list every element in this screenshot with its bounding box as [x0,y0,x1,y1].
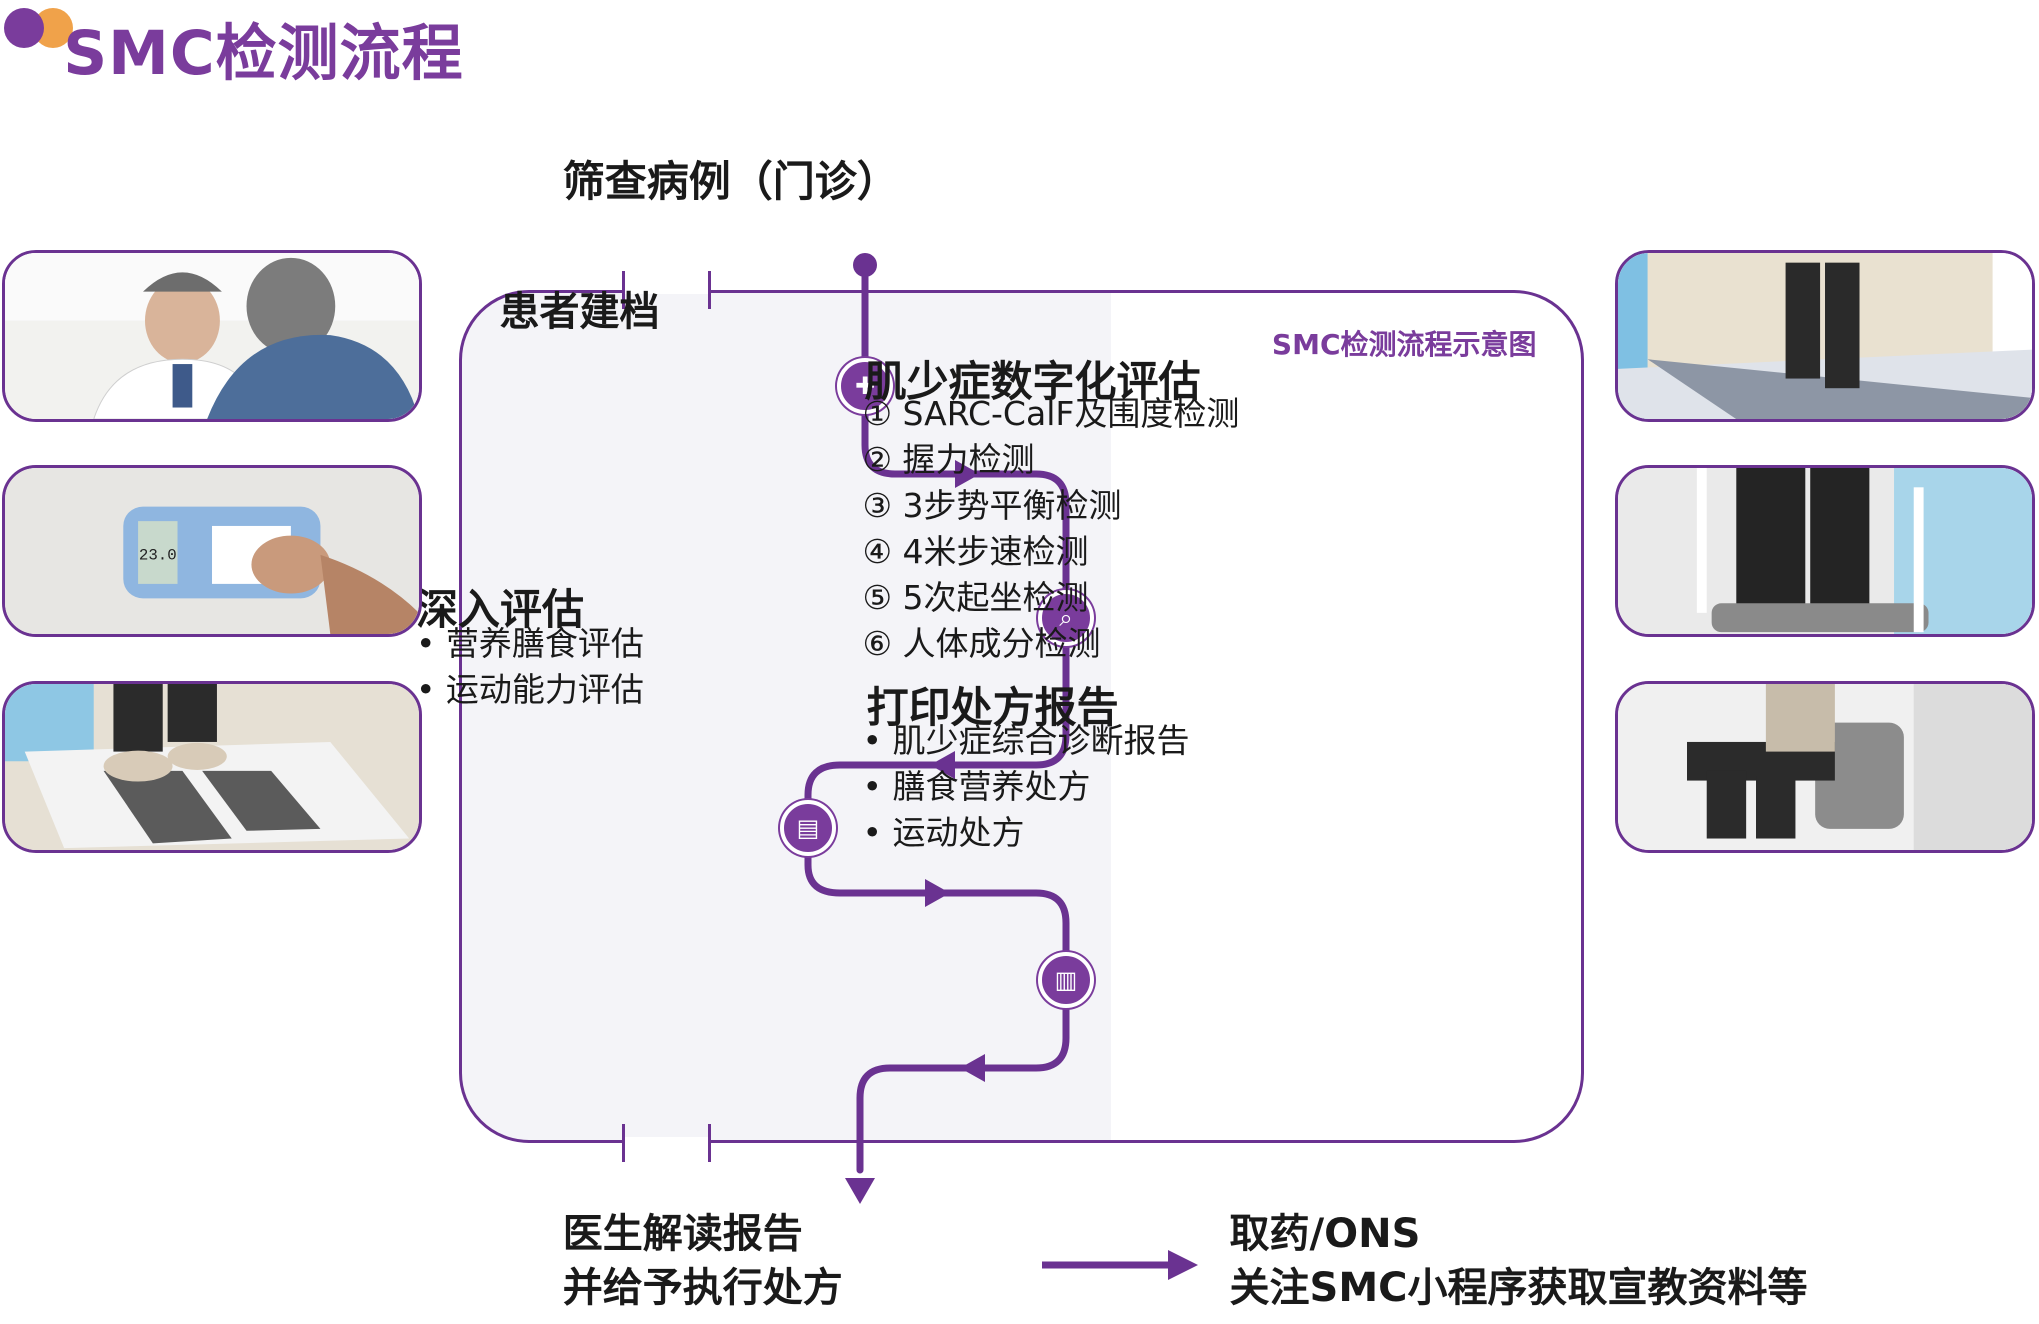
photo-chair-stand-platform [1614,464,2035,637]
list-item: ③ 3步势平衡检测 [862,485,1122,525]
flow-start-dot [853,253,877,277]
panel-bottom-tick-right [707,1124,711,1163]
photo-doctor-consultation [2,250,423,423]
arrow-left-2 [960,1054,985,1082]
list-item: • 运动能力评估 [415,669,644,709]
list-item: ⑤ 5次起坐检测 [862,577,1089,617]
arrow-right-2 [925,879,950,907]
arrow-down-end [845,1178,875,1204]
logo-dot-purple [4,7,45,48]
photo-gait-walkway [1614,250,2035,423]
outcome-right-line1: 取药/ONS [1229,1211,1421,1258]
entry-label: 筛查病例（门诊） [562,157,899,207]
list-item: • 运动处方 [862,812,1025,852]
photo-balance-mat [2,680,423,853]
list-item: ④ 4米步速检测 [862,531,1089,571]
photo-grip-dynamometer: 23.0 [2,464,423,637]
clipboard-icon: ▥ [1038,952,1094,1008]
outcome-right: 取药/ONS 关注SMC小程序获取宣教资料等 [1230,1207,1808,1315]
list-item: • 膳食营养处方 [862,766,1091,806]
panel-top-tick-right [707,271,711,310]
file-plus-icon: ✚ [837,358,893,414]
step-deep-assessment-list: • 营养膳食评估 • 运动能力评估 [416,621,644,713]
list-item: ⑥ 人体成分检测 [862,623,1101,663]
step-digital-assessment-list: ① SARC-CalF及围度检测 ② 握力检测 ③ 3步势平衡检测 ④ 4米步速… [862,391,1239,667]
panel-bottom-gap [623,1137,710,1146]
panel-top-gap [623,285,710,294]
step-print-report-title: 打印处方报告 [866,682,1119,732]
step-patient-record-title: 患者建档 [499,289,660,336]
svg-text:23.0: 23.0 [139,547,177,565]
outcome-right-line2: 关注SMC小程序获取宣教资料等 [1229,1265,1808,1312]
step-deep-assessment-title: 深入评估 [415,584,584,634]
page-title: SMC检测流程 [63,17,464,89]
outcome-left-line1: 医生解读报告 [562,1211,803,1258]
flow-panel: SMC检测流程示意图 [458,289,1585,1143]
list-item: ① SARC-CalF及围度检测 [862,393,1240,433]
list-item: ② 握力检测 [862,439,1035,479]
arrow-left-1 [930,751,955,779]
step-print-report-list: • 肌少症综合诊断报告 • 膳食营养处方 • 运动处方 [862,718,1189,856]
outcome-left-line2: 并给予执行处方 [562,1265,843,1312]
document-report-icon: ▤ [780,800,836,856]
list-item: • 肌少症综合诊断报告 [862,720,1190,760]
outcome-arrowhead [1168,1250,1198,1280]
photo-sit-to-stand-chair [1614,680,2035,853]
panel-top-tick-left [621,271,625,310]
panel-bottom-tick-left [621,1124,625,1163]
magnifier-chart-icon: ⌕ [1038,590,1094,646]
arrow-right-1 [955,460,980,488]
outcome-left: 医生解读报告 并给予执行处方 [563,1207,843,1315]
panel-caption: SMC检测流程示意图 [1271,327,1537,361]
step-digital-assessment-title: 肌少症数字化评估 [864,357,1201,407]
list-item: • 营养膳食评估 [415,623,644,663]
